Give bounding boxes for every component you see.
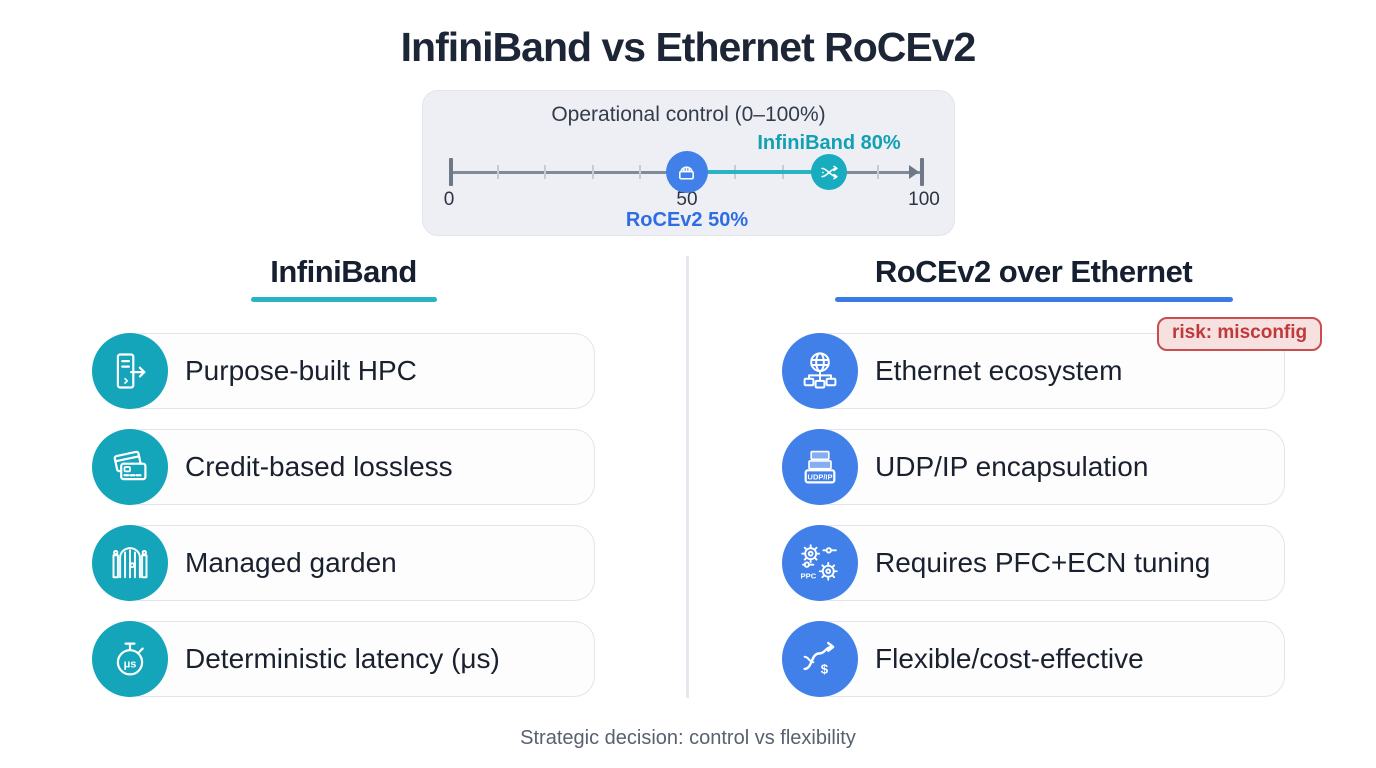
column-divider: [686, 256, 689, 698]
list-item: Purpose-built HPC: [92, 333, 595, 409]
infiniband-column-header: InfiniBand: [92, 254, 595, 302]
svg-text:$: $: [821, 661, 829, 676]
rocev2-column-header: RoCEv2 over Ethernet: [782, 254, 1285, 302]
item-card: Deterministic latency (μs): [120, 621, 595, 697]
axis-minor-tick: [496, 165, 499, 179]
axis-minor-tick: [544, 165, 546, 179]
rocev2-header-text: RoCEv2 over Ethernet: [874, 254, 1193, 289]
item-label: Purpose-built HPC: [185, 355, 417, 386]
list-item: PPC Requires PFC+ECN tuning: [782, 525, 1285, 601]
udp-stack-icon: UDP/IP: [782, 429, 858, 505]
tick-label-0: 0: [443, 189, 455, 210]
axis-arrowhead: [909, 165, 919, 179]
infiniband-slider-handle[interactable]: [811, 154, 847, 190]
risk-misconfig-badge: risk: misconfig: [1157, 317, 1323, 351]
item-label: UDP/IP encapsulation: [875, 451, 1149, 482]
item-card: Requires PFC+ECN tuning: [810, 525, 1285, 601]
credit-cards-icon: [92, 429, 168, 505]
infiniband-item-list: Purpose-built HPC Credit-based l: [92, 333, 595, 717]
stopwatch-icon: μs: [92, 621, 168, 697]
switch-arrows-icon: [818, 161, 841, 184]
garden-gate-icon: [92, 525, 168, 601]
item-card: Credit-based lossless: [120, 429, 595, 505]
axis-end-bar: [920, 158, 924, 186]
item-label: Flexible/cost-effective: [875, 643, 1144, 674]
item-label: Managed garden: [185, 547, 397, 578]
infiniband-marker-label: InfiniBand 80%: [757, 132, 901, 154]
gears-tuning-icon: PPC: [782, 525, 858, 601]
globe-network-icon: [782, 333, 858, 409]
rocev2-marker-label: RoCEv2 50%: [625, 209, 749, 231]
page-title: InfiniBand vs Ethernet RoCEv2: [400, 24, 977, 70]
item-label: Ethernet ecosystem: [875, 355, 1123, 386]
list-item: Credit-based lossless: [92, 429, 595, 505]
axis-minor-tick: [639, 165, 641, 179]
list-item: $ Flexible/cost-effective: [782, 621, 1285, 697]
rocev2-slider-handle[interactable]: [665, 151, 708, 193]
dollar-flow-icon: $: [782, 621, 858, 697]
item-card: Flexible/cost-effective: [810, 621, 1285, 697]
footer-caption: Strategic decision: control vs flexibili…: [520, 727, 856, 749]
infiniband-header-text: InfiniBand: [270, 254, 417, 289]
list-item: μs Deterministic latency (μs): [92, 621, 595, 697]
svg-text:μs: μs: [124, 658, 137, 670]
item-label: Requires PFC+ECN tuning: [875, 547, 1211, 578]
svg-text:UDP/IP: UDP/IP: [808, 472, 833, 481]
tick-label-100: 100: [908, 189, 940, 210]
server-arrow-icon: [92, 333, 168, 409]
axis-minor-tick: [591, 165, 594, 179]
storage-box-icon: [674, 160, 699, 185]
infiniband-header-underline: [250, 297, 437, 302]
slider-axis: [449, 151, 924, 193]
item-card: UDP/IP encapsulation: [810, 429, 1285, 505]
list-item: Managed garden: [92, 525, 595, 601]
item-card: Managed garden: [120, 525, 595, 601]
tick-label-50: 50: [676, 189, 698, 210]
slider-label: Operational control (0–100%): [551, 103, 826, 126]
axis-minor-tick: [876, 165, 879, 179]
rocev2-header-underline: [834, 297, 1233, 302]
svg-text:PPC: PPC: [801, 571, 817, 580]
rocev2-item-list: Ethernet ecosystem UDP/IP UDP/IP encapsu…: [782, 333, 1285, 717]
operational-control-panel: Operational control (0–100%) InfiniBand …: [422, 90, 955, 236]
item-label: Deterministic latency (μs): [185, 643, 500, 674]
item-label: Credit-based lossless: [185, 451, 453, 482]
item-card: Purpose-built HPC: [120, 333, 595, 409]
teal-range-segment: [686, 170, 829, 174]
axis-start-bar: [449, 158, 453, 186]
list-item: UDP/IP UDP/IP encapsulation: [782, 429, 1285, 505]
